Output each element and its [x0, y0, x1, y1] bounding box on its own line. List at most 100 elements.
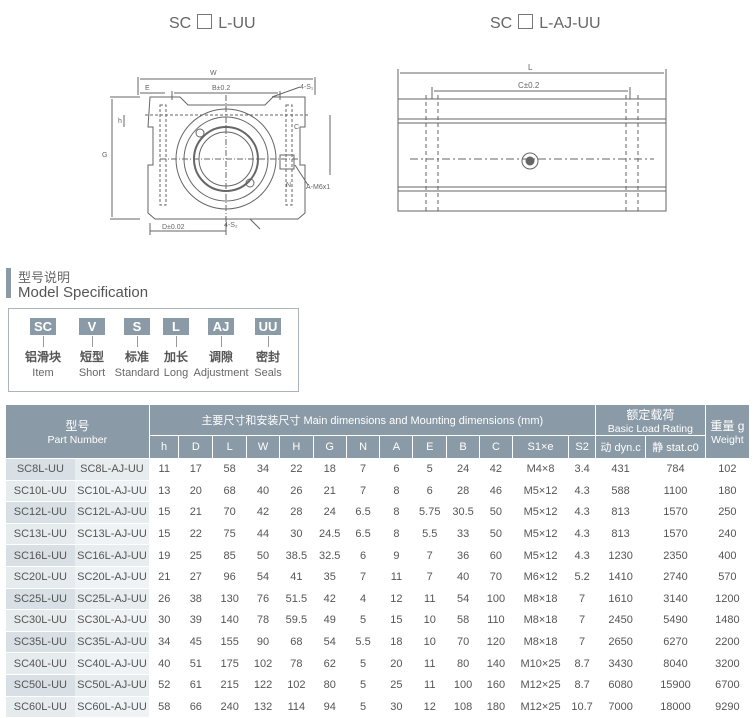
table-cell: 21	[178, 501, 213, 524]
table-cell: 22	[178, 523, 213, 546]
table-cell: 4.3	[568, 544, 596, 567]
code-label-cn: 调隙	[208, 350, 233, 364]
table-cell: M10×25	[512, 652, 569, 675]
table-cell: 12	[412, 696, 447, 718]
dim-n-label: N	[286, 182, 291, 189]
table-cell: 8040	[645, 652, 706, 675]
table-cell: 7	[346, 480, 380, 503]
part-number-cell: SC16L-AJ-UU	[75, 544, 150, 567]
front-view-drawing: W E B±0.2 4-S₁ G h C D±0.02 4-S₂ A-M6x1 …	[102, 70, 331, 235]
table-cell: 9290	[705, 696, 750, 718]
table-cell: 3430	[595, 652, 646, 675]
table-cell: 5	[346, 652, 380, 675]
column-header: B	[446, 435, 480, 459]
column-header: S1×e	[511, 435, 570, 459]
part-number-cell: SC25L-UU	[5, 588, 76, 611]
table-cell: 175	[212, 652, 247, 675]
table-cell: 85	[212, 544, 247, 567]
table-cell: 50	[479, 523, 513, 546]
code-label-en: Long	[163, 367, 189, 379]
table-cell: 102	[279, 674, 314, 697]
table-cell: M5×12	[512, 501, 569, 524]
dim-s2-label: 4-S₂	[224, 222, 238, 229]
column-header: 静 stat.c0	[645, 435, 706, 459]
table-cell: 58	[149, 696, 179, 718]
part-number-cell: SC50L-AJ-UU	[75, 674, 150, 697]
table-cell: 28	[279, 501, 314, 524]
part-number-cell: SC13L-AJ-UU	[75, 523, 150, 546]
part-number-cell: SC8L-AJ-UU	[75, 458, 150, 481]
table-cell: 1570	[645, 501, 706, 524]
table-cell: 28	[446, 480, 480, 503]
table-cell: 70	[212, 501, 247, 524]
table-cell: 100	[446, 674, 480, 697]
table-cell: 11	[412, 588, 447, 611]
table-cell: 38.5	[279, 544, 314, 567]
table-cell: 102	[246, 652, 280, 675]
dim-l-label: L	[528, 63, 533, 72]
table-cell: 54	[246, 566, 280, 589]
dim-c-label: C±0.2	[518, 81, 540, 90]
code-label-en: Seals	[254, 367, 282, 379]
table-cell: M12×25	[512, 696, 569, 718]
code-label-cn: 铝滑块	[24, 350, 61, 364]
table-cell: 8	[379, 480, 413, 503]
model-code-legend: SC 铝滑块 Item V 短型 Short S 标准 Standard L 加…	[8, 308, 299, 392]
table-cell: 180	[479, 696, 513, 718]
part-number-cell: SC40L-AJ-UU	[75, 652, 150, 675]
table-cell: 25	[379, 674, 413, 697]
table-cell: 102	[705, 458, 750, 481]
table-cell: 6	[412, 480, 447, 503]
table-cell: 7	[346, 458, 380, 481]
table-cell: 122	[246, 674, 280, 697]
code-label-cn: 加长	[163, 350, 188, 364]
code-label-en: Item	[32, 367, 54, 379]
table-cell: 24	[313, 501, 347, 524]
table-cell: M6×12	[512, 566, 569, 589]
table-cell: 108	[446, 696, 480, 718]
table-cell: 24.5	[313, 523, 347, 546]
table-cell: 76	[246, 588, 280, 611]
part-number-cell: SC10L-AJ-UU	[75, 480, 150, 503]
table-cell: 5490	[645, 609, 706, 632]
table-cell: 570	[705, 566, 750, 589]
part-number-cell: SC16L-UU	[5, 544, 76, 567]
part-number-cell: SC50L-UU	[5, 674, 76, 697]
table-cell: 26	[149, 588, 179, 611]
table-cell: 15	[379, 609, 413, 632]
table-cell: 78	[246, 609, 280, 632]
table-cell: 7	[568, 588, 596, 611]
code-label-en: Standard	[114, 367, 160, 379]
table-cell: 80	[446, 652, 480, 675]
table-cell: 4.3	[568, 523, 596, 546]
table-cell: 13	[149, 480, 179, 503]
table-cell: 54	[313, 631, 347, 654]
table-cell: 5.75	[412, 501, 447, 524]
part-number-cell: SC35L-UU	[5, 631, 76, 654]
table-cell: 90	[246, 631, 280, 654]
table-cell: 30	[379, 696, 413, 718]
table-cell: 40	[246, 480, 280, 503]
table-cell: 59.5	[279, 609, 314, 632]
column-header: N	[345, 435, 381, 459]
title-left-prefix: SC	[169, 15, 192, 32]
table-cell: 215	[212, 674, 247, 697]
part-number-cell: SC13L-UU	[5, 523, 76, 546]
table-cell: 140	[212, 609, 247, 632]
table-cell: 813	[595, 523, 646, 546]
table-cell: 4.3	[568, 501, 596, 524]
table-cell: 10.7	[568, 696, 596, 718]
table-cell: 3.4	[568, 458, 596, 481]
table-cell: 66	[178, 696, 213, 718]
table-cell: 62	[313, 652, 347, 675]
table-cell: M5×12	[512, 544, 569, 567]
table-cell: 1480	[705, 609, 750, 632]
table-cell: 431	[595, 458, 646, 481]
